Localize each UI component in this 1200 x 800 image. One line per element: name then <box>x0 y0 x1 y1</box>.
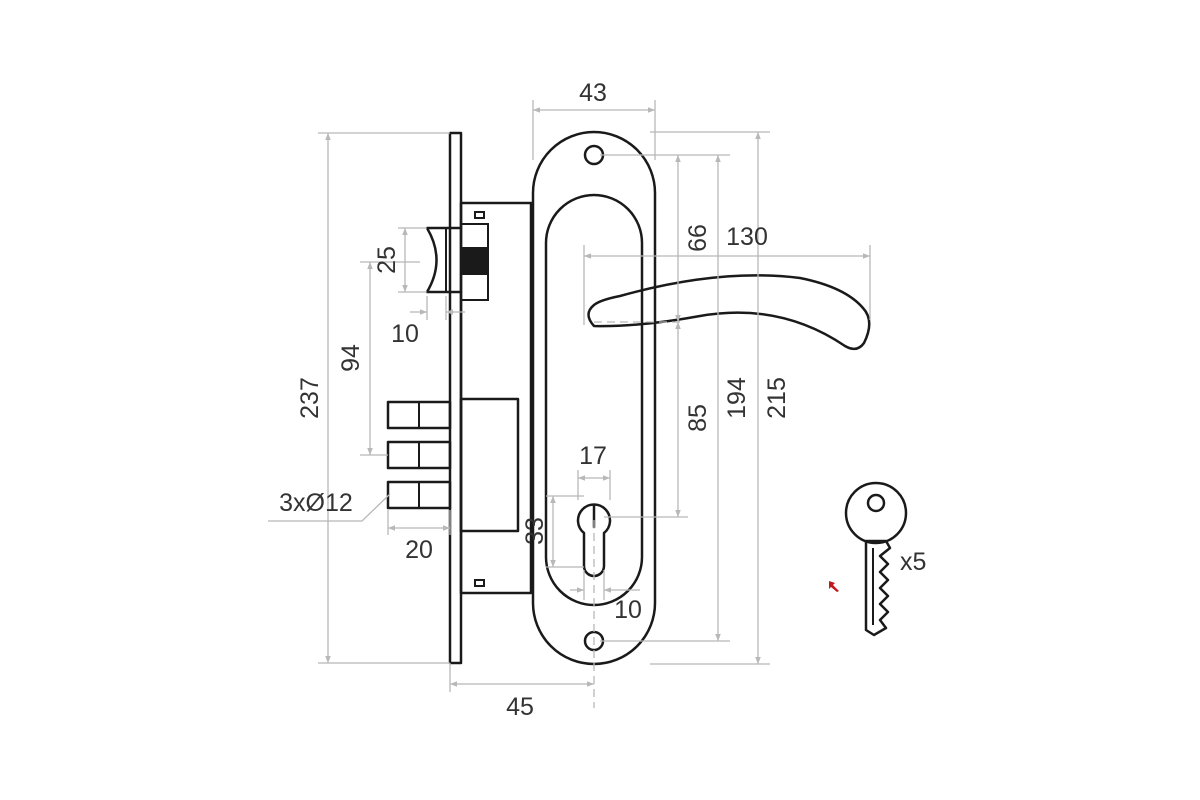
plate-outer <box>531 130 657 666</box>
dim-plate-height: 215 <box>763 377 791 419</box>
handle-lever <box>587 274 871 351</box>
cylinder-keyhole <box>576 503 612 578</box>
dim-bolts: 3xØ12 <box>279 489 353 517</box>
center-lines <box>593 321 680 708</box>
dim-handle-length: 130 <box>726 223 768 251</box>
dim-latch-to-bolt: 94 <box>337 344 365 372</box>
gear-block <box>459 397 520 533</box>
mortise-lock <box>386 131 533 665</box>
case-slot-bottom <box>474 579 485 587</box>
latch-bolt <box>425 226 463 294</box>
dim-cylinder-width: 17 <box>579 442 607 470</box>
dim-hole-spacing: 194 <box>723 377 751 419</box>
dimension-lines <box>268 100 871 692</box>
latch-center <box>461 247 488 275</box>
dim-backset: 45 <box>506 693 534 721</box>
key-count: x5 <box>900 548 926 576</box>
dim-plate-width: 43 <box>579 79 607 107</box>
dimension-labels: 43 130 66 85 194 215 237 25 10 94 3xØ12 … <box>279 79 926 721</box>
case-slot-top <box>474 211 485 219</box>
dim-hole-to-handle: 66 <box>684 224 712 252</box>
dim-latch-projection: 10 <box>391 320 419 348</box>
dim-faceplate-height: 237 <box>296 377 324 419</box>
dim-cylinder-height: 33 <box>521 517 549 545</box>
marker-icon <box>829 581 839 592</box>
dead-bolts <box>386 400 452 510</box>
key-icon <box>844 481 908 637</box>
dim-handle-to-cylinder: 85 <box>684 404 712 432</box>
faceplate <box>448 131 463 665</box>
dim-cylinder-offset: 10 <box>614 596 642 624</box>
escutcheon-plate <box>531 130 657 666</box>
dim-latch-height: 25 <box>373 246 401 274</box>
dim-bolt-projection: 20 <box>405 536 433 564</box>
